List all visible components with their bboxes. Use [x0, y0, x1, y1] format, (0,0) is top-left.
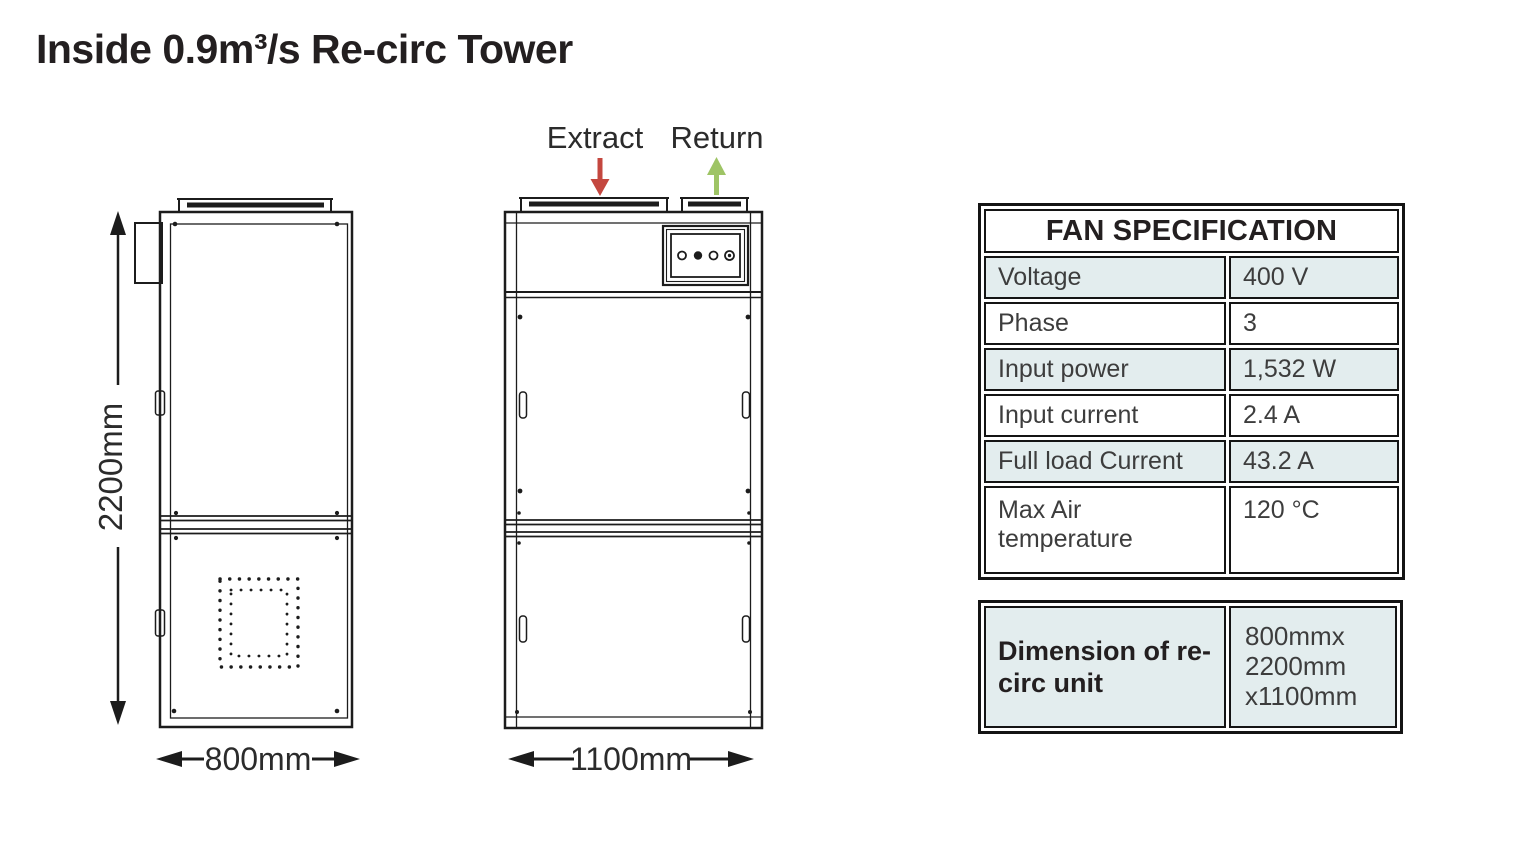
front-latch-upper-left — [518, 391, 528, 419]
dimension-line: 2200mm — [1245, 651, 1347, 682]
spec-row-value: 120 °C — [1229, 486, 1399, 574]
front-latch-lower-left — [518, 615, 528, 643]
side-duct-box — [134, 222, 163, 284]
vent-perforation-pattern — [218, 577, 300, 669]
dimension-line: 800mmx — [1245, 621, 1345, 652]
spec-row-value: 3 — [1229, 302, 1399, 345]
side-width-dimension-label: 800mm — [205, 741, 312, 777]
front-width-dimension-arrow-icon — [508, 751, 754, 767]
spec-row-label: Phase — [984, 302, 1226, 345]
spec-row-label: Max Air temperature — [984, 486, 1226, 574]
panel-button-icon — [677, 250, 687, 261]
spec-row-label: Full load Current — [984, 440, 1226, 483]
front-view-screws — [515, 314, 752, 714]
side-view-inner-panel — [169, 223, 349, 719]
front-view-body — [503, 210, 764, 730]
spec-row-value: 1,532 W — [1229, 348, 1399, 391]
panel-button-icon — [693, 251, 703, 260]
front-lower-divider — [505, 519, 762, 538]
panel-button-icon — [724, 250, 735, 261]
spec-row-value: 2.4 A — [1229, 394, 1399, 437]
control-panel — [661, 224, 750, 287]
side-view-drawing: 2200mm — [92, 198, 360, 777]
dimension-table-label: Dimension of re-circ unit — [984, 606, 1226, 728]
side-latch-lower — [154, 609, 166, 637]
spec-row-value: 400 V — [1229, 256, 1399, 299]
front-latch-upper-right — [741, 391, 751, 419]
extract-arrow-down-icon — [590, 158, 610, 196]
tower-drawings: 2200mm — [92, 120, 764, 777]
page-title: Inside 0.9m³/s Re-circ Tower — [36, 26, 573, 72]
spec-row-label: Input current — [984, 394, 1226, 437]
front-width-dimension-label: 1100mm — [570, 741, 692, 777]
fan-specification-table: FAN SPECIFICATION Voltage 400 V Phase 3 … — [978, 203, 1405, 580]
side-view-top-flange — [177, 198, 333, 212]
extract-label: Extract — [547, 120, 644, 155]
spec-row-label: Input power — [984, 348, 1226, 391]
side-view-screws — [171, 221, 340, 714]
height-dimension-label: 2200mm — [92, 403, 129, 531]
side-view-divider — [160, 515, 352, 535]
return-flange — [680, 197, 749, 212]
extract-flange — [519, 197, 669, 212]
spec-row-value: 43.2 A — [1229, 440, 1399, 483]
front-latch-lower-right — [741, 615, 751, 643]
dimension-table: Dimension of re-circ unit 800mmx 2200mm … — [978, 600, 1403, 734]
panel-button-icon — [708, 250, 719, 261]
side-latch-upper — [154, 390, 166, 416]
fan-spec-table-title: FAN SPECIFICATION — [984, 209, 1399, 253]
height-dimension-arrow-icon — [110, 211, 126, 725]
front-view-drawing: Extract Return — [503, 120, 764, 777]
spec-row-label: Voltage — [984, 256, 1226, 299]
dimension-line: x1100mm — [1245, 680, 1358, 711]
dimension-table-value: 800mmx 2200mm x1100mm — [1229, 606, 1397, 728]
side-width-dimension-arrow-icon — [156, 751, 360, 767]
side-view-body — [158, 210, 354, 729]
return-label: Return — [670, 120, 763, 155]
return-arrow-up-icon — [707, 157, 726, 195]
front-top-divider — [505, 291, 762, 299]
